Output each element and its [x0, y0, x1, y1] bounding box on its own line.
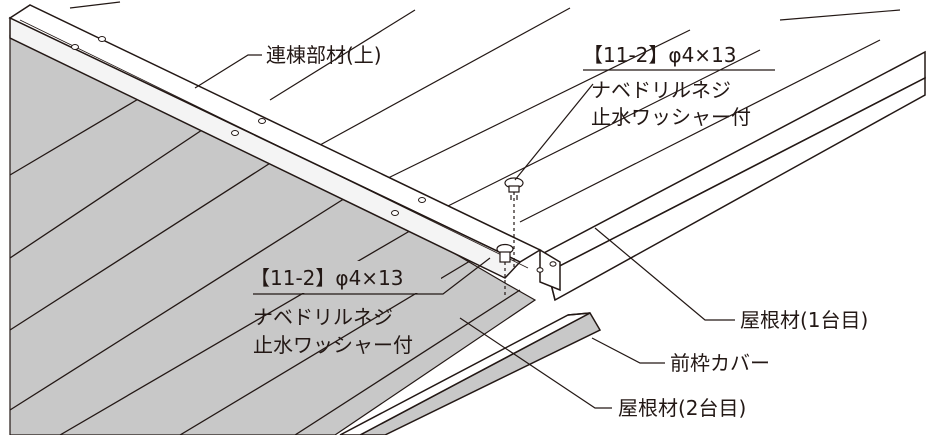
label-screw-code-2: 【11-2】φ4×13 [250, 266, 404, 290]
screw-lower [496, 243, 514, 295]
label-front-cover: 前枠カバー [670, 351, 770, 375]
screw-label-2-box [253, 261, 441, 293]
label-roof-1: 屋根材(1台目) [740, 308, 868, 332]
label-screw-desc-1b: 止水ワッシャー付 [591, 105, 751, 129]
label-screw-code-1: 【11-2】φ4×13 [583, 43, 737, 67]
label-screw-desc-1a: ナベドリルネジ [591, 78, 731, 102]
label-roof-2: 屋根材(2台目) [618, 396, 746, 420]
label-screw-desc-2a: ナベドリルネジ [253, 305, 393, 329]
label-screw-desc-2b: 止水ワッシャー付 [253, 333, 413, 357]
leader-lines [194, 54, 775, 409]
rail-screw-holes [71, 36, 557, 273]
roof-1-plank-lines [69, 1, 901, 223]
screw-upper [504, 177, 524, 268]
roof-2-plank-lines [9, 97, 521, 435]
label-joint-upper: 連棟部材(上) [266, 43, 382, 67]
